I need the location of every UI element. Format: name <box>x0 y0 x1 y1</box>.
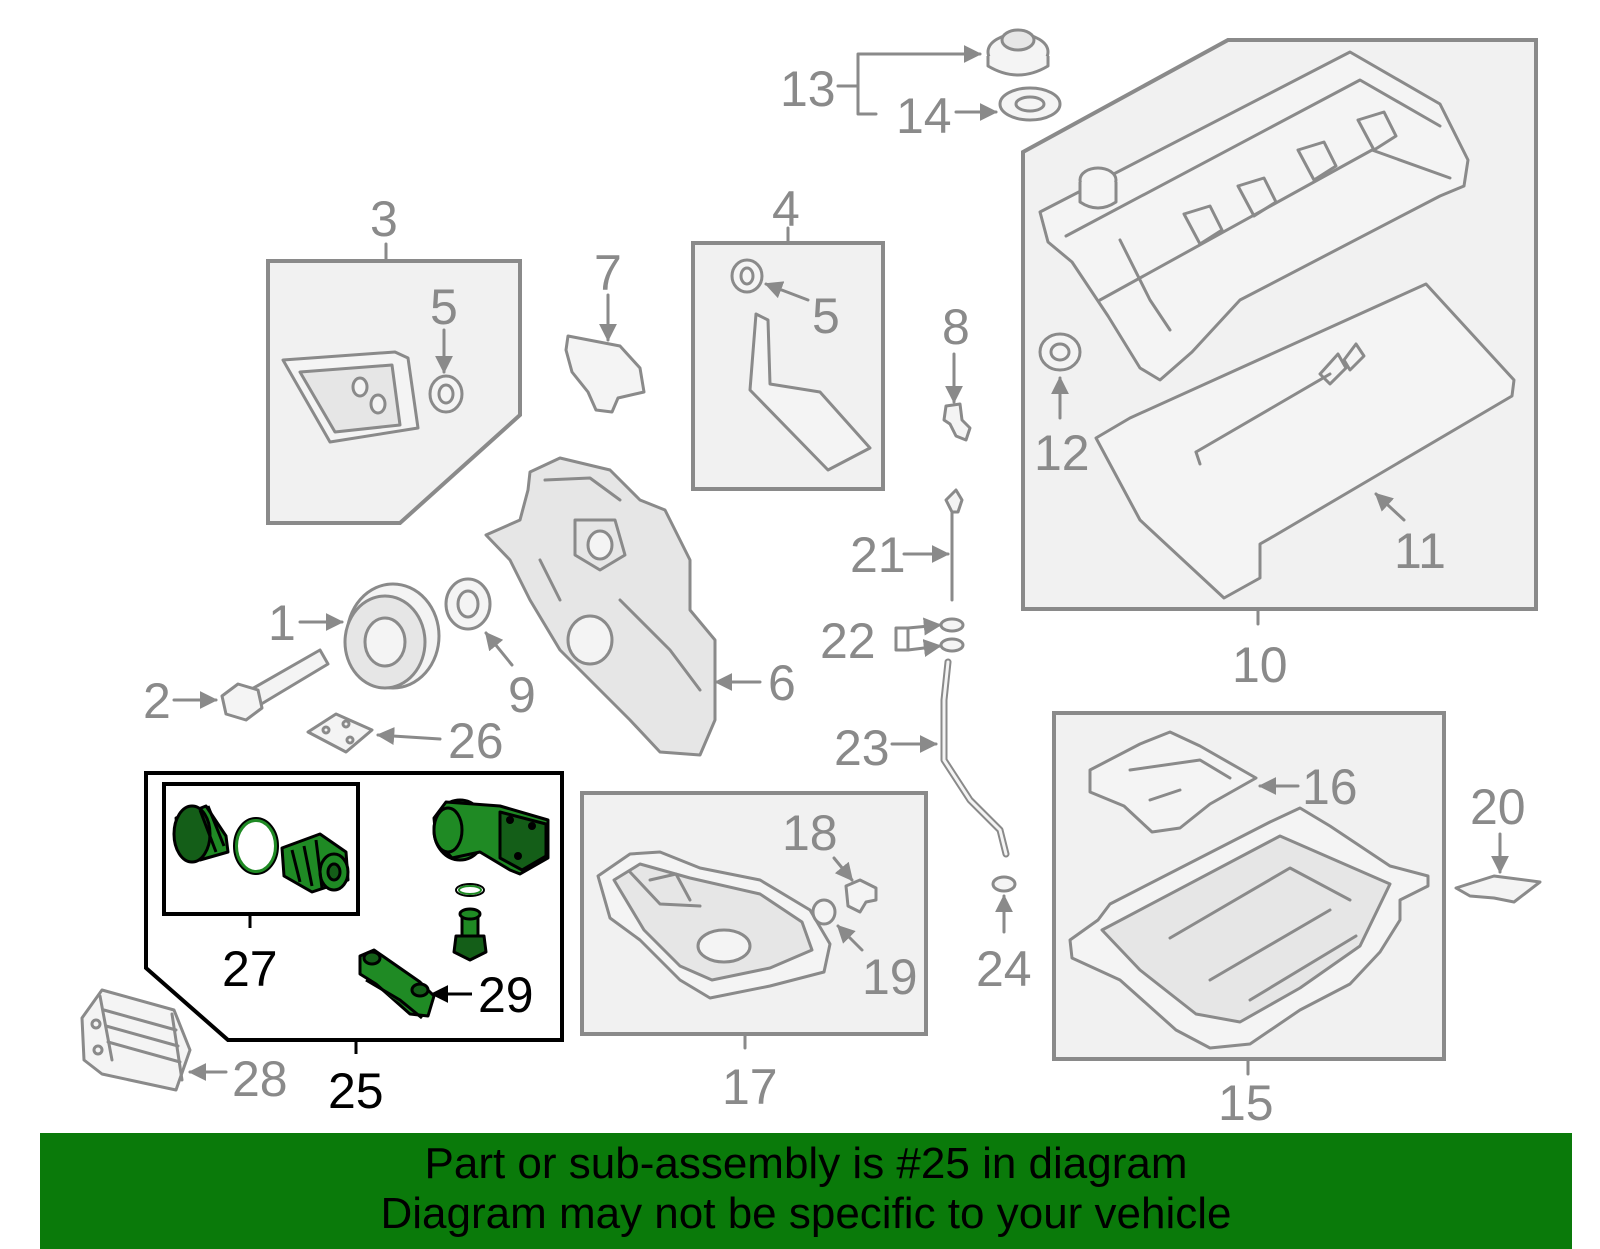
callout-16: 16 <box>1302 759 1358 815</box>
valve-cover <box>1038 50 1470 382</box>
box-part-17: 17 18 19 <box>580 791 928 1115</box>
callout-21: 21 <box>850 527 906 583</box>
oil-filter-housing <box>432 798 550 876</box>
oil-pan-lower <box>1068 806 1430 1050</box>
callout-17: 17 <box>722 1059 778 1115</box>
callout-6: 6 <box>768 655 796 711</box>
part-7: 7 <box>564 245 646 414</box>
part-22-orings: 22 <box>820 613 965 669</box>
callout-5-right: 5 <box>812 288 840 344</box>
banner-line-1: Part or sub-assembly is #25 in diagram <box>424 1139 1188 1188</box>
housing-oring <box>455 883 485 897</box>
part-28-oil-cooler: 28 <box>80 988 288 1107</box>
part-9-seal: 9 <box>444 577 536 723</box>
callout-20: 20 <box>1470 779 1526 835</box>
callout-15: 15 <box>1218 1075 1274 1131</box>
callout-7: 7 <box>594 245 622 301</box>
callout-3: 3 <box>370 191 398 247</box>
box-part-10: 10 12 11 <box>1021 38 1538 693</box>
callout-29: 29 <box>478 967 534 1023</box>
callout-23: 23 <box>834 720 890 776</box>
callout-5-left: 5 <box>430 279 458 335</box>
callout-12: 12 <box>1034 425 1090 481</box>
oil-filter-element <box>280 832 350 894</box>
gasket-part <box>281 350 420 444</box>
box-part-25: 25 27 <box>144 771 564 1119</box>
callout-11: 11 <box>1394 523 1446 579</box>
part-19-seal <box>811 898 837 926</box>
callout-13: 13 <box>780 61 836 117</box>
oil-pan-upper <box>596 850 832 1000</box>
box-part-4: 4 5 <box>691 181 885 491</box>
part-26: 26 <box>306 712 504 769</box>
callout-22: 22 <box>820 613 876 669</box>
callout-9: 9 <box>508 667 536 723</box>
callout-2: 2 <box>143 673 171 729</box>
gasket-part-4 <box>748 312 872 472</box>
callout-4: 4 <box>772 181 800 237</box>
callout-1: 1 <box>268 595 296 651</box>
part-21-dipstick: 21 <box>850 488 964 602</box>
box-part-15: 15 16 <box>1052 711 1446 1131</box>
box-part-3: 3 5 <box>266 191 522 525</box>
banner-line-2: Diagram may not be specific to your vehi… <box>380 1189 1232 1238</box>
part-2-bolt: 2 <box>143 648 330 729</box>
drain-plug <box>452 907 488 962</box>
callout-25: 25 <box>328 1063 384 1119</box>
callout-27: 27 <box>222 941 278 997</box>
callout-10: 10 <box>1232 637 1288 693</box>
part-13-14-cap: 13 14 <box>780 28 1062 144</box>
info-banner: Part or sub-assembly is #25 in diagram D… <box>40 1133 1572 1249</box>
callout-14: 14 <box>896 88 952 144</box>
callout-24: 24 <box>976 941 1032 997</box>
callout-19: 19 <box>862 949 918 1005</box>
part-16-baffle <box>1088 730 1258 834</box>
part-29-bracket <box>358 948 436 1020</box>
seal-part <box>428 374 464 414</box>
callout-26: 26 <box>448 713 504 769</box>
part-6-timing-cover: 6 <box>484 456 796 757</box>
part-8: 8 <box>942 299 972 442</box>
part-12-seal: 12 <box>1034 332 1090 481</box>
callout-18: 18 <box>782 805 838 861</box>
part-24-oring: 24 <box>976 875 1032 997</box>
oil-filter-cap <box>172 804 230 864</box>
callout-28: 28 <box>232 1051 288 1107</box>
part-11-gasket: 11 <box>1094 282 1516 600</box>
part-1-pulley: 1 <box>268 582 441 690</box>
part-23-tube: 23 <box>834 658 1010 858</box>
part-20: 20 <box>1454 779 1542 904</box>
callout-8: 8 <box>942 299 970 355</box>
part-18 <box>844 878 878 914</box>
filter-oring <box>234 818 278 874</box>
